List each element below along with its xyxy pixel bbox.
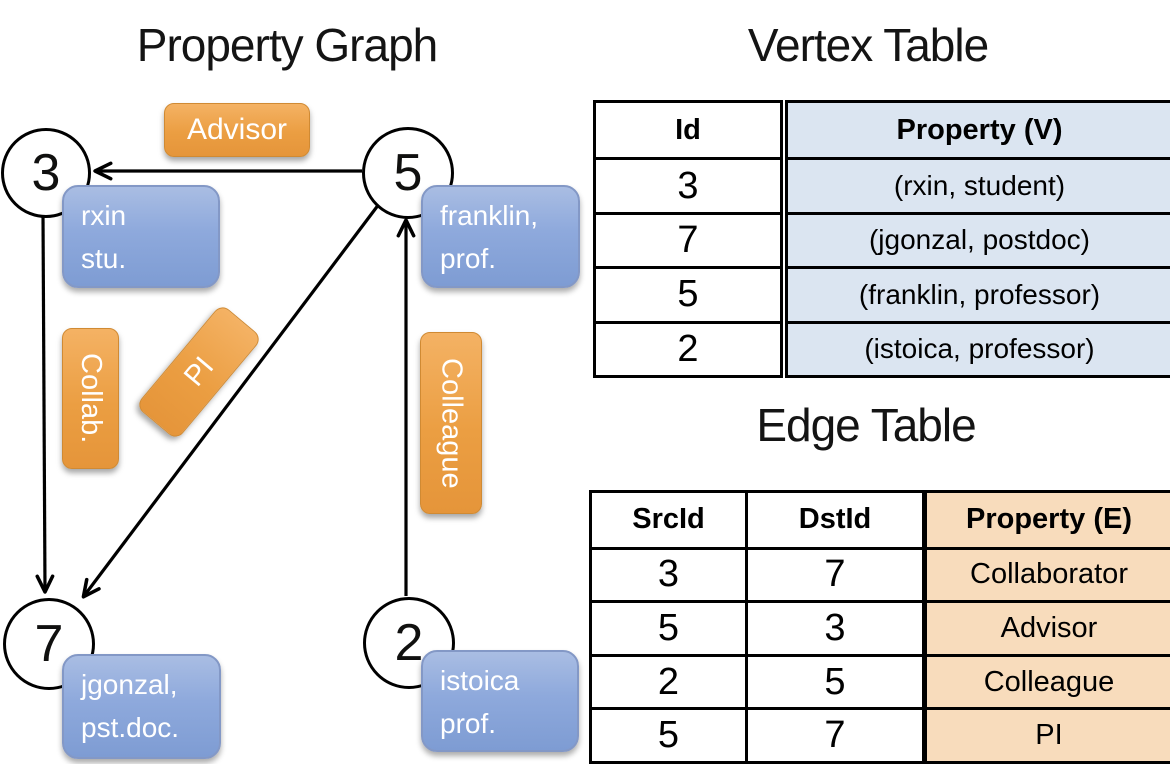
table-cell: Advisor <box>927 600 1170 654</box>
vertex-property-box-istoica: istoica prof. <box>421 650 579 752</box>
vertex-table-id-column: Id 3 7 5 2 <box>593 100 783 378</box>
vertex-id: 5 <box>393 144 423 202</box>
edge-label-text: PI <box>177 350 220 393</box>
table-cell: 5 <box>592 707 745 761</box>
vertex-id: 2 <box>394 614 424 672</box>
edge-label-text: Collab. <box>75 353 107 444</box>
edge-table-title: Edge Table <box>756 399 976 451</box>
edge-label-collab: Collab. <box>62 328 119 469</box>
edge-table-property-column: Property (E) Collaborator Advisor Collea… <box>924 490 1170 764</box>
vertex-table-header-id: Id <box>675 113 701 146</box>
table-cell: 5 <box>596 266 780 320</box>
edge-arrow-5-to-7 <box>81 203 381 599</box>
vertex-property-line: pst.doc. <box>81 712 180 744</box>
edge-table-header-srcid: SrcId <box>632 503 705 536</box>
table-cell: (rxin, student) <box>788 157 1170 211</box>
vertex-id: 3 <box>31 144 61 202</box>
vertex-node-2: 2 <box>363 597 455 689</box>
vertex-table-title: Vertex Table <box>747 19 989 71</box>
table-cell: PI <box>927 707 1170 761</box>
table-cell: 5 <box>592 600 745 654</box>
table-cell: Colleague <box>927 653 1170 708</box>
table-cell: 5 <box>745 653 922 708</box>
vertex-property-line: jgonzal, <box>81 669 178 700</box>
vertex-property-line: rxin <box>81 200 127 231</box>
table-cell: (franklin, professor) <box>788 266 1170 320</box>
property-graph-title: Property Graph <box>136 19 438 71</box>
vertex-property-line: prof. <box>440 708 497 740</box>
vertex-property-line: stu. <box>81 243 127 275</box>
edge-label-text: Colleague <box>435 357 468 489</box>
vertex-id: 7 <box>34 615 64 673</box>
vertex-property-line: istoica <box>440 665 520 696</box>
edge-table-header-property-e: Property (E) <box>966 503 1132 536</box>
table-cell: 7 <box>596 211 780 266</box>
vertex-property-box-jgonzal: jgonzal, pst.doc. <box>62 654 221 759</box>
vertex-property-line: prof. <box>440 243 497 275</box>
table-cell: 3 <box>745 600 922 654</box>
table-cell: Collaborator <box>927 546 1170 601</box>
table-cell: (istoica, professor) <box>788 320 1170 375</box>
vertex-property-line: franklin, <box>440 200 539 231</box>
table-cell: 7 <box>745 546 922 601</box>
table-cell: (jgonzal, postdoc) <box>788 211 1170 266</box>
vertex-table-property-column: Property (V) (rxin, student) (jgonzal, p… <box>785 100 1170 378</box>
table-cell: 3 <box>592 546 745 601</box>
edge-label-text: Advisor <box>186 113 288 146</box>
table-cell: 2 <box>596 320 780 375</box>
vertex-property-box-rxin: rxin stu. <box>62 185 220 288</box>
edge-table-src-dst-columns: SrcId DstId 3 7 5 3 2 5 5 7 <box>589 490 925 764</box>
edge-label-advisor: Advisor <box>164 103 310 157</box>
table-cell: 7 <box>745 707 922 761</box>
vertex-property-box-franklin: franklin, prof. <box>421 185 580 288</box>
edge-table-header-dstid: DstId <box>745 493 922 547</box>
graph-edges-layer <box>35 161 416 599</box>
edge-label-colleague: Colleague <box>420 332 482 514</box>
table-cell: 2 <box>592 653 745 708</box>
table-cell: 3 <box>596 157 780 211</box>
vertex-table-header-property-v: Property (V) <box>896 113 1063 146</box>
edge-arrow-3-to-7 <box>35 213 55 594</box>
vertex-node-5: 5 <box>362 127 454 219</box>
